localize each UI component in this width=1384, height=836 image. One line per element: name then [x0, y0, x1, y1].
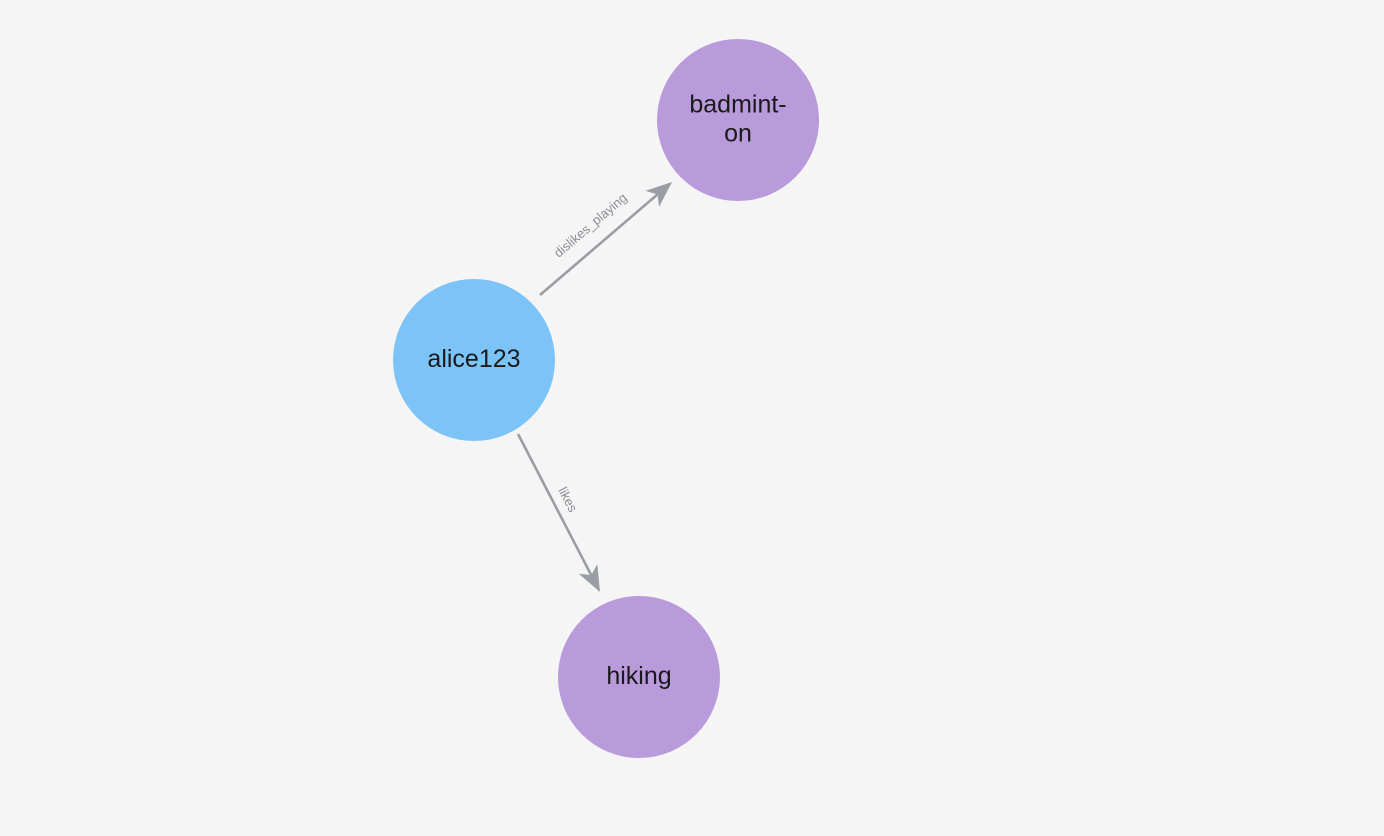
- arrowhead-icon: [578, 564, 600, 592]
- node-badminton[interactable]: badmint-on: [657, 39, 819, 201]
- node-layer: badmint-on alice123 hiking: [393, 39, 819, 758]
- node-hiking[interactable]: hiking: [558, 596, 720, 758]
- edge-line: [539, 190, 662, 296]
- node-circle[interactable]: [393, 279, 555, 441]
- edge-likes[interactable]: likes: [516, 433, 600, 592]
- node-circle[interactable]: [657, 39, 819, 201]
- edge-line: [516, 433, 595, 580]
- arrowhead-icon: [645, 182, 672, 207]
- node-circle[interactable]: [558, 596, 720, 758]
- edge-label-dislikes-playing: dislikes_playing: [551, 190, 630, 261]
- edge-label-likes: likes: [555, 485, 581, 515]
- node-alice123[interactable]: alice123: [393, 279, 555, 441]
- edge-dislikes-playing[interactable]: dislikes_playing: [539, 182, 672, 296]
